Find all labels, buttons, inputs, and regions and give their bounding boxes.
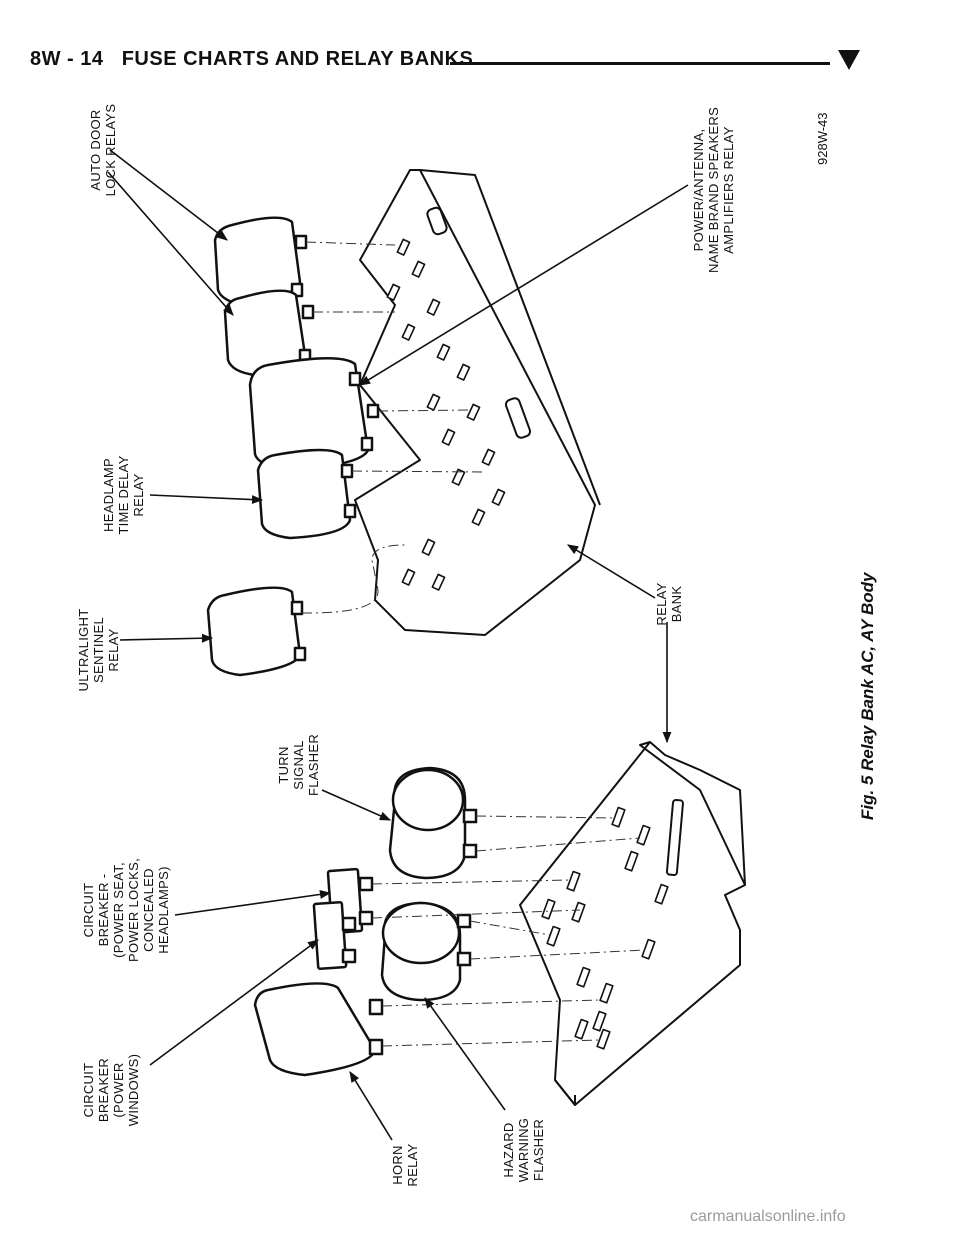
svg-text:CIRCUIT: CIRCUIT xyxy=(81,1063,96,1118)
watermark: carmanualsonline.info xyxy=(690,1208,846,1225)
label-hazard-warning-flasher: HAZARD WARNING FLASHER xyxy=(501,1118,546,1182)
svg-text:HAZARD: HAZARD xyxy=(501,1122,516,1177)
svg-text:SENTINEL: SENTINEL xyxy=(91,617,106,683)
svg-text:CIRCUIT: CIRCUIT xyxy=(81,883,96,938)
lower-relay-bank xyxy=(519,741,746,1106)
svg-text:BREAKER -: BREAKER - xyxy=(96,874,111,947)
svg-text:RELAY: RELAY xyxy=(106,628,121,671)
svg-text:HEADLAMPS): HEADLAMPS) xyxy=(156,866,171,954)
header-rule xyxy=(450,62,830,65)
svg-text:CONCEALED: CONCEALED xyxy=(141,868,156,952)
upper-alignment-lines xyxy=(301,241,486,614)
svg-text:ULTRALIGHT: ULTRALIGHT xyxy=(76,609,91,692)
svg-text:AUTO DOOR: AUTO DOOR xyxy=(88,109,103,190)
label-circuit-breaker-windows: CIRCUIT BREAKER (POWER WINDOWS) xyxy=(81,1054,141,1126)
label-relay-bank: RELAY BANK xyxy=(654,582,684,625)
svg-text:SIGNAL: SIGNAL xyxy=(291,740,306,789)
svg-text:LOCK RELAYS: LOCK RELAYS xyxy=(103,104,118,197)
svg-text:BREAKER: BREAKER xyxy=(96,1058,111,1122)
figure-caption-text: Fig. 5 Relay Bank AC, AY Body xyxy=(858,572,877,820)
section-title: FUSE CHARTS AND RELAY BANKS xyxy=(121,48,474,70)
svg-text:AMPLIFIERS RELAY: AMPLIFIERS RELAY xyxy=(721,126,736,253)
svg-text:RELAY: RELAY xyxy=(654,582,669,625)
svg-text:WARNING: WARNING xyxy=(516,1118,531,1182)
svg-text:FLASHER: FLASHER xyxy=(306,734,321,796)
label-horn-relay: HORN RELAY xyxy=(390,1143,420,1186)
svg-text:928W-43: 928W-43 xyxy=(815,112,830,165)
label-circuit-breaker-seat-locks: CIRCUIT BREAKER - (POWER SEAT, POWER LOC… xyxy=(81,858,171,962)
lower-alignment-lines xyxy=(371,815,646,1047)
hazard-warning-flasher xyxy=(380,901,472,1002)
label-turn-signal-flasher: TURN SIGNAL FLASHER xyxy=(276,734,321,796)
label-ultralight-sentinel-relay: ULTRALIGHT SENTINEL RELAY xyxy=(76,609,121,692)
upper-relay-bank xyxy=(354,169,601,636)
svg-text:(POWER: (POWER xyxy=(111,1062,126,1117)
svg-text:RELAY: RELAY xyxy=(405,1143,420,1186)
svg-text:NAME BRAND SPEAKERS: NAME BRAND SPEAKERS xyxy=(706,107,721,273)
figure-code: 928W-43 xyxy=(815,112,830,165)
svg-text:TURN: TURN xyxy=(276,746,291,783)
leader-arrows xyxy=(107,149,689,1141)
page-reference: 8W - 14 xyxy=(30,48,104,70)
headlamp-time-delay-relay xyxy=(256,448,357,540)
page-title: 8W - 14 FUSE CHARTS AND RELAY BANKS xyxy=(30,48,473,71)
horn-relay xyxy=(253,982,384,1077)
svg-text:BANK: BANK xyxy=(669,586,684,623)
turn-signal-flasher xyxy=(388,766,478,880)
svg-text:POWER LOCKS,: POWER LOCKS, xyxy=(126,858,141,962)
page-header: 8W - 14 FUSE CHARTS AND RELAY BANKS xyxy=(30,40,860,80)
svg-text:POWER/ANTENNA,: POWER/ANTENNA, xyxy=(691,129,706,252)
ultralight-sentinel-relay xyxy=(206,586,307,677)
down-triangle-icon xyxy=(838,50,860,70)
svg-text:RELAY: RELAY xyxy=(131,473,146,516)
label-power-antenna-relay: POWER/ANTENNA, NAME BRAND SPEAKERS AMPLI… xyxy=(691,107,736,273)
label-auto-door-lock-relays: AUTO DOOR LOCK RELAYS xyxy=(88,104,118,197)
svg-text:(POWER SEAT,: (POWER SEAT, xyxy=(111,862,126,958)
svg-text:HEADLAMP: HEADLAMP xyxy=(101,458,116,532)
svg-text:FLASHER: FLASHER xyxy=(531,1119,546,1181)
label-headlamp-time-delay-relay: HEADLAMP TIME DELAY RELAY xyxy=(101,455,146,534)
svg-text:HORN: HORN xyxy=(390,1145,405,1184)
circuit-breaker-windows xyxy=(312,900,357,971)
svg-text:WINDOWS): WINDOWS) xyxy=(126,1054,141,1126)
svg-text:TIME DELAY: TIME DELAY xyxy=(116,455,131,534)
